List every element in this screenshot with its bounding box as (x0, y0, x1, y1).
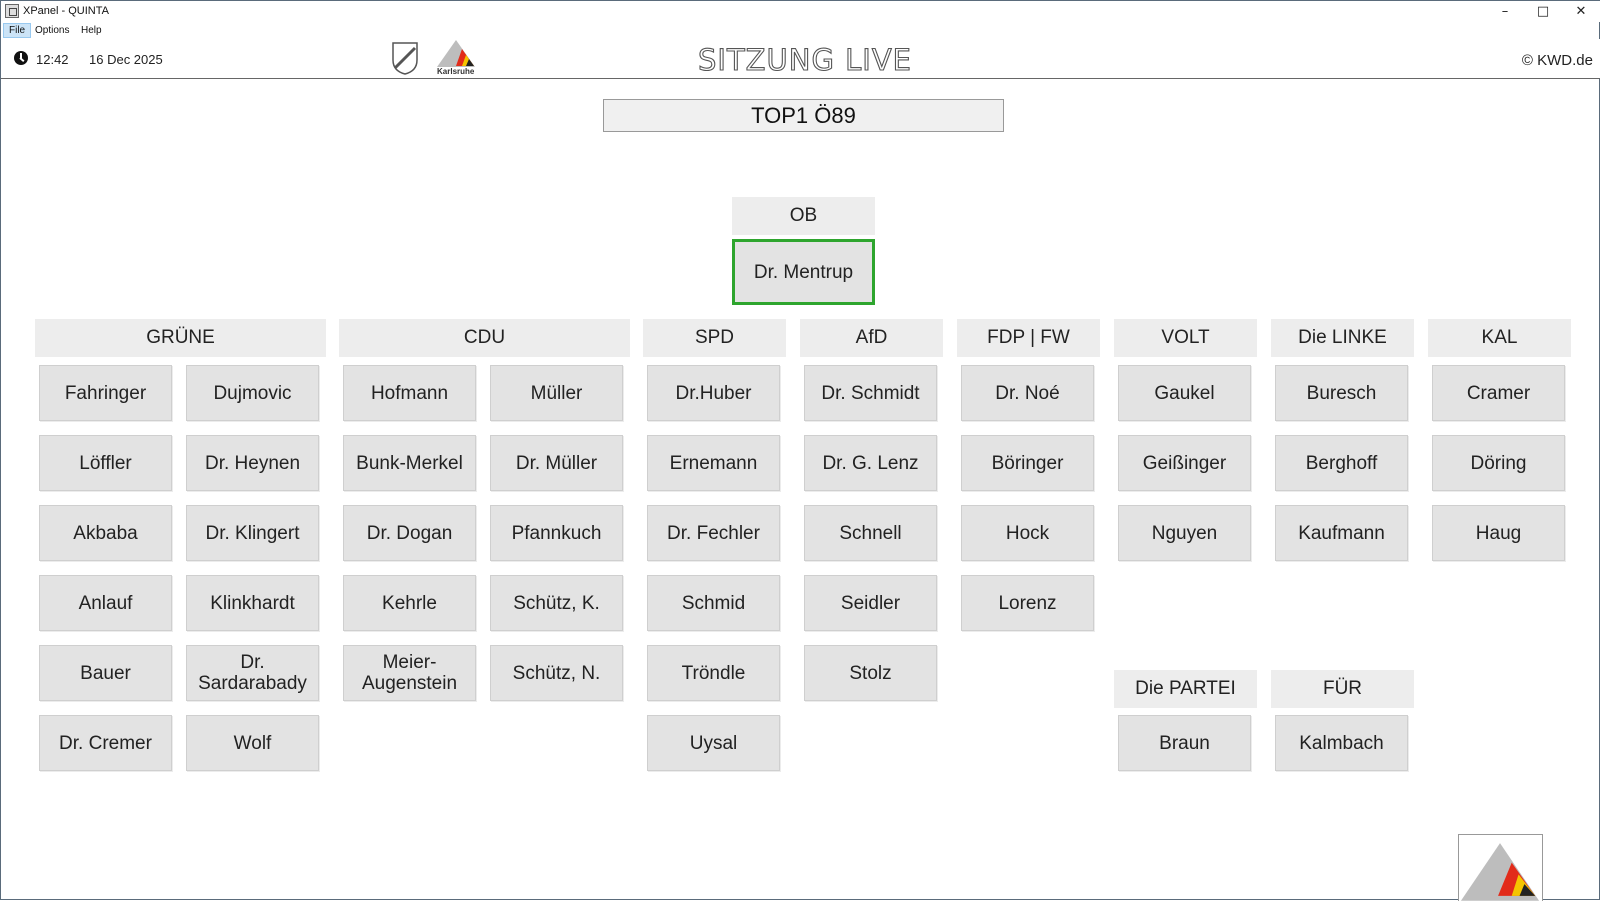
member-button-schütz-n[interactable]: Schütz, N. (490, 645, 623, 701)
menu-file[interactable]: File (3, 23, 32, 38)
member-button-dr-heynen[interactable]: Dr. Heynen (186, 435, 319, 491)
city-logo-label: Karlsruhe (437, 67, 475, 76)
member-button-anlauf[interactable]: Anlauf (39, 575, 172, 631)
karlsruhe-corner-logo (1458, 834, 1543, 901)
group-header-die-linke: Die LINKE (1271, 319, 1414, 357)
member-button-haug[interactable]: Haug (1432, 505, 1565, 561)
member-button-bauer[interactable]: Bauer (39, 645, 172, 701)
member-button-hofmann[interactable]: Hofmann (343, 365, 476, 421)
member-button-dr-müller[interactable]: Dr. Müller (490, 435, 623, 491)
member-button-böringer[interactable]: Böringer (961, 435, 1094, 491)
member-button-seidler[interactable]: Seidler (804, 575, 937, 631)
member-button-stolz[interactable]: Stolz (804, 645, 937, 701)
group-header-spd: SPD (643, 319, 786, 357)
maximize-button[interactable]: □ (1536, 4, 1550, 19)
member-button-ernemann[interactable]: Ernemann (647, 435, 780, 491)
member-button-dujmovic[interactable]: Dujmovic (186, 365, 319, 421)
member-button-gaukel[interactable]: Gaukel (1118, 365, 1251, 421)
member-button-dr-no[interactable]: Dr. Noé (961, 365, 1094, 421)
minimize-button[interactable]: – (1501, 4, 1509, 19)
group-header-die-partei: Die PARTEI (1114, 670, 1257, 708)
member-button-mentrup[interactable]: Dr. Mentrup (732, 239, 875, 305)
clock-icon (14, 51, 28, 65)
member-button-löffler[interactable]: Löffler (39, 435, 172, 491)
page-title: SITZUNG LIVE (697, 42, 913, 77)
session-header: 12:42 16 Dec 2025 Karlsruhe SITZUNG LIVE… (1, 39, 1600, 79)
copyright-label: © KWD.de (1521, 52, 1593, 69)
member-button-dr-sardarabady[interactable]: Dr. Sardarabady (186, 645, 319, 701)
group-header-afd: AfD (800, 319, 943, 357)
group-header-cdu: CDU (339, 319, 630, 357)
menu-options[interactable]: Options (35, 25, 70, 36)
member-button-dr-dogan[interactable]: Dr. Dogan (343, 505, 476, 561)
group-header-fdp-fw: FDP | FW (957, 319, 1100, 357)
member-button-cramer[interactable]: Cramer (1432, 365, 1565, 421)
group-header-für: FÜR (1271, 670, 1414, 708)
agenda-item-display: TOP1 Ö89 (603, 99, 1004, 132)
member-button-schnell[interactable]: Schnell (804, 505, 937, 561)
member-button-dr-g-lenz[interactable]: Dr. G. Lenz (804, 435, 937, 491)
member-button-akbaba[interactable]: Akbaba (39, 505, 172, 561)
app-icon (5, 4, 19, 18)
member-button-buresch[interactable]: Buresch (1275, 365, 1408, 421)
member-button-fahringer[interactable]: Fahringer (39, 365, 172, 421)
menu-help[interactable]: Help (81, 25, 102, 36)
member-button-tröndle[interactable]: Tröndle (647, 645, 780, 701)
member-button-nguyen[interactable]: Nguyen (1118, 505, 1251, 561)
member-button-dr-cremer[interactable]: Dr. Cremer (39, 715, 172, 771)
clock-date: 16 Dec 2025 (89, 52, 163, 67)
member-button-bunk-merkel[interactable]: Bunk-Merkel (343, 435, 476, 491)
group-header-volt: VOLT (1114, 319, 1257, 357)
member-button-pfannkuch[interactable]: Pfannkuch (490, 505, 623, 561)
member-button-schmid[interactable]: Schmid (647, 575, 780, 631)
member-button-lorenz[interactable]: Lorenz (961, 575, 1094, 631)
city-seal-logo (392, 42, 418, 75)
member-button-döring[interactable]: Döring (1432, 435, 1565, 491)
member-button-klinkhardt[interactable]: Klinkhardt (186, 575, 319, 631)
member-button-dr-schmidt[interactable]: Dr. Schmidt (804, 365, 937, 421)
member-button-berghoff[interactable]: Berghoff (1275, 435, 1408, 491)
member-button-müller[interactable]: Müller (490, 365, 623, 421)
close-button[interactable]: ✕ (1575, 4, 1587, 19)
group-header-ob: OB (732, 197, 875, 235)
member-button-dr-klingert[interactable]: Dr. Klingert (186, 505, 319, 561)
group-header-grüne: GRÜNE (35, 319, 326, 357)
karlsruhe-logo (437, 40, 475, 67)
title-bar: XPanel - QUINTA – □ ✕ (1, 1, 1600, 22)
member-button-wolf[interactable]: Wolf (186, 715, 319, 771)
clock-time: 12:42 (36, 52, 69, 67)
member-button-schütz-k[interactable]: Schütz, K. (490, 575, 623, 631)
group-header-kal: KAL (1428, 319, 1571, 357)
member-button-geißinger[interactable]: Geißinger (1118, 435, 1251, 491)
member-button-uysal[interactable]: Uysal (647, 715, 780, 771)
member-button-meier-augenstein[interactable]: Meier-Augenstein (343, 645, 476, 701)
member-button-kehrle[interactable]: Kehrle (343, 575, 476, 631)
member-button-kalmbach[interactable]: Kalmbach (1275, 715, 1408, 771)
window-title: XPanel - QUINTA (23, 5, 109, 17)
member-button-hock[interactable]: Hock (961, 505, 1094, 561)
member-button-dr-fechler[interactable]: Dr. Fechler (647, 505, 780, 561)
menu-bar: File Options Help (1, 22, 1600, 39)
member-button-dr-huber[interactable]: Dr.Huber (647, 365, 780, 421)
member-button-kaufmann[interactable]: Kaufmann (1275, 505, 1408, 561)
member-button-braun[interactable]: Braun (1118, 715, 1251, 771)
